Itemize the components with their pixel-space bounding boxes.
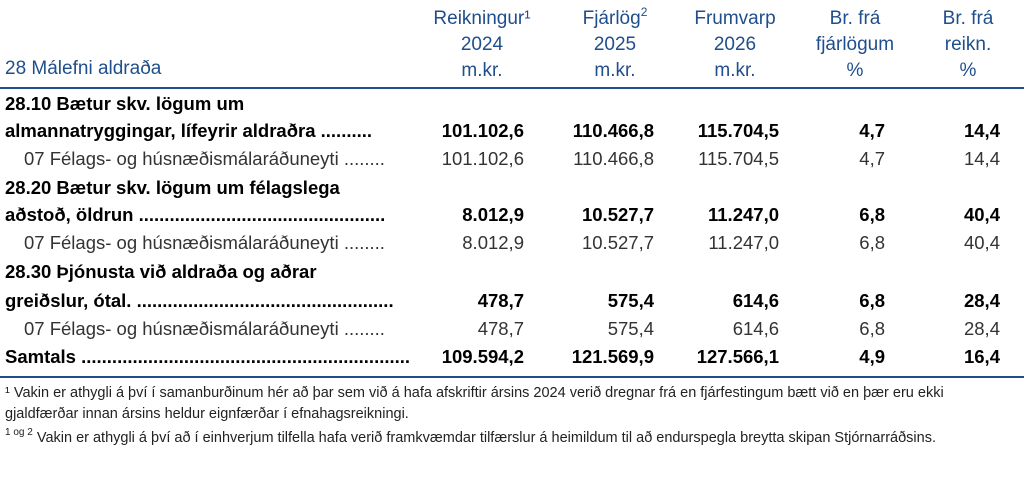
row-label: 07 Félags- og húsnæðismálaráðuneyti ....… — [24, 148, 385, 169]
table-title: 28 Málefni aldraða — [5, 58, 162, 79]
cell-br-reikn: 40,4 — [963, 232, 1000, 253]
table-row: 28.10 Bætur skv. lögum um almannatryggin… — [0, 92, 1024, 144]
col-header-br-reikn: Br. frá reikn. % — [942, 8, 994, 81]
col-header-fjarlog: Fjárlög2 2025 m.kr. — [582, 5, 648, 81]
cell-frumvarp: 11.247,0 — [708, 232, 779, 253]
cell-br-fjarlogum: 6,8 — [859, 204, 885, 225]
cell-fjarlog: 10.527,7 — [581, 232, 654, 253]
table-header: 28 Málefni aldraða Reikningur¹ 2024 m.kr… — [0, 0, 1024, 86]
table-row: 07 Félags- og húsnæðismálaráðuneyti ....… — [0, 318, 1024, 344]
table-row: 28.20 Bætur skv. lögum um félagslega aðs… — [0, 176, 1024, 228]
cell-reikningur: 8.012,9 — [462, 232, 524, 253]
cell-br-reikn: 40,4 — [963, 204, 1000, 225]
row-label: 28.10 Bætur skv. lögum um — [5, 93, 245, 114]
budget-table: 28 Málefni aldraða Reikningur¹ 2024 m.kr… — [0, 0, 1024, 446]
col-header-frumvarp: Frumvarp 2026 m.kr. — [694, 8, 776, 81]
footer-rule — [0, 376, 1024, 378]
cell-br-fjarlogum: 6,8 — [859, 290, 885, 311]
cell-br-fjarlogum: 4,9 — [859, 346, 885, 367]
table-row: 07 Félags- og húsnæðismálaráðuneyti ....… — [0, 232, 1024, 258]
cell-br-fjarlogum: 6,8 — [859, 232, 885, 253]
row-label: 07 Félags- og húsnæðismálaráðuneyti ....… — [24, 232, 385, 253]
cell-reikningur: 478,7 — [477, 290, 524, 311]
table-row: 28.30 Þjónusta við aldraða og aðrar grei… — [0, 260, 1024, 312]
cell-br-reikn: 14,4 — [963, 148, 1000, 169]
cell-frumvarp: 614,6 — [732, 318, 779, 339]
cell-br-reikn: 28,4 — [963, 290, 1000, 311]
footnote-1: ¹ Vakin er athygli á því í samanburðinum… — [5, 385, 944, 422]
cell-fjarlog: 10.527,7 — [581, 204, 654, 225]
cell-fjarlog: 121.569,9 — [571, 346, 654, 367]
cell-fjarlog: 575,4 — [607, 290, 654, 311]
cell-br-reikn: 14,4 — [963, 120, 1000, 141]
footnote-2: 1 og 2 Vakin er athygli á því að í einhv… — [5, 427, 936, 447]
cell-reikningur: 101.102,6 — [441, 148, 524, 169]
cell-frumvarp: 115.704,5 — [697, 120, 779, 141]
cell-fjarlog: 575,4 — [607, 318, 654, 339]
cell-frumvarp: 127.566,1 — [696, 346, 779, 367]
total-row: Samtals ................................… — [0, 346, 1024, 374]
total-label: Samtals ................................… — [5, 346, 410, 367]
col-header-reikningur: Reikningur¹ 2024 m.kr. — [433, 8, 531, 81]
row-label: aðstoð, öldrun .........................… — [5, 204, 386, 225]
cell-br-fjarlogum: 4,7 — [859, 148, 885, 169]
row-label: greiðslur, ótal. .......................… — [5, 290, 394, 311]
row-label: almannatryggingar, lífeyrir aldraðra ...… — [5, 120, 373, 141]
cell-br-reikn: 16,4 — [963, 346, 1000, 367]
cell-frumvarp: 115.704,5 — [698, 148, 779, 169]
cell-reikningur: 101.102,6 — [441, 120, 524, 141]
cell-br-fjarlogum: 4,7 — [859, 120, 885, 141]
col-header-br-fjarlogum: Br. frá fjárlögum % — [815, 8, 895, 81]
cell-frumvarp: 614,6 — [732, 290, 779, 311]
cell-reikningur: 109.594,2 — [441, 346, 524, 367]
cell-br-reikn: 28,4 — [963, 318, 1000, 339]
cell-fjarlog: 110.466,8 — [573, 148, 654, 169]
row-label: 07 Félags- og húsnæðismálaráðuneyti ....… — [24, 318, 385, 339]
cell-br-fjarlogum: 6,8 — [859, 318, 885, 339]
table-row: 07 Félags- og húsnæðismálaráðuneyti ....… — [0, 148, 1024, 174]
cell-reikningur: 478,7 — [477, 318, 524, 339]
cell-frumvarp: 11.247,0 — [708, 204, 779, 225]
cell-fjarlog: 110.466,8 — [572, 120, 654, 141]
header-rule — [0, 87, 1024, 89]
row-label: 28.20 Bætur skv. lögum um félagslega — [5, 177, 340, 198]
row-label: 28.30 Þjónusta við aldraða og aðrar — [5, 261, 317, 282]
cell-reikningur: 8.012,9 — [462, 204, 524, 225]
